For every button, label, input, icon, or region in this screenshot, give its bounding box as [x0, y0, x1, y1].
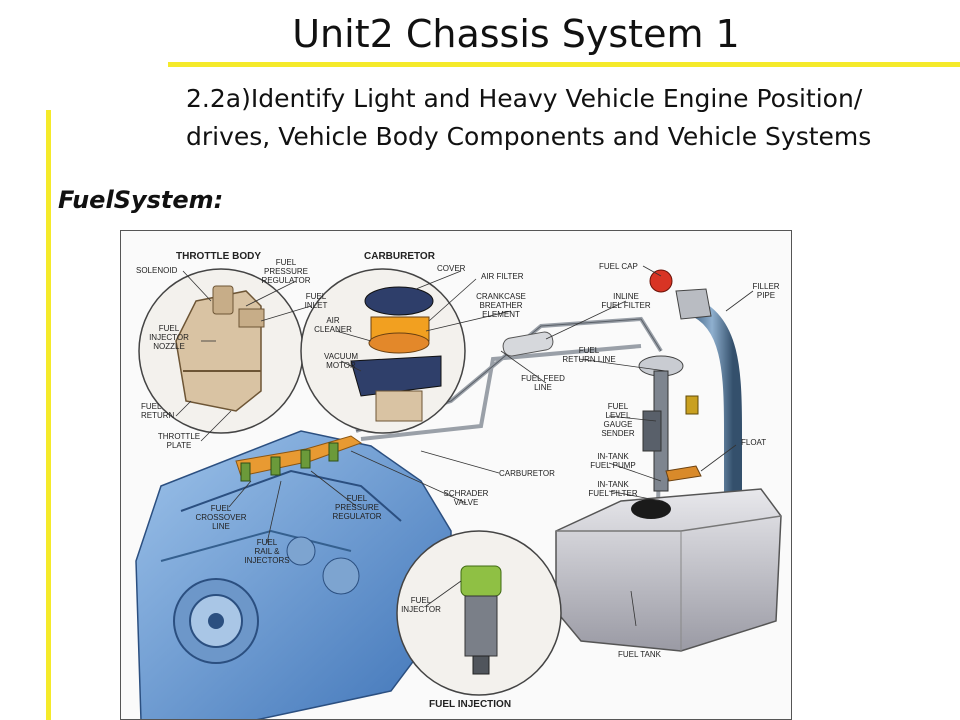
fuel-tank-illustration	[555, 488, 782, 652]
label-float: FLOAT	[741, 438, 766, 447]
in-tank-pump-assembly	[638, 355, 702, 492]
label-fuel-cap: FUEL CAP	[599, 262, 638, 271]
subtitle-line-2: drives, Vehicle Body Components and Vehi…	[186, 122, 872, 151]
accent-line-top	[168, 62, 960, 67]
label-air-filter: AIR FILTER	[481, 272, 524, 281]
carburetor-header: CARBURETOR	[364, 251, 436, 262]
fuel-system-diagram: THROTTLE BODY CARBURETOR FUEL INJECTION …	[120, 230, 792, 720]
fuel-injection-inset	[396, 530, 562, 696]
slide-subtitle: 2.2a)Identify Light and Heavy Vehicle En…	[186, 80, 946, 156]
label-cover: COVER	[437, 264, 466, 273]
label-fuel-tank: FUEL TANK	[618, 650, 662, 659]
throttle-body-inset	[138, 268, 304, 434]
label-carburetor-pointer: CARBURETOR	[499, 469, 555, 478]
throttle-body-header: THROTTLE BODY	[176, 251, 261, 262]
fuel-injection-header: FUEL INJECTION	[429, 699, 511, 710]
accent-line-left	[46, 110, 51, 720]
slide-title: Unit2 Chassis System 1	[292, 12, 740, 56]
label-solenoid: SOLENOID	[136, 266, 178, 275]
subtitle-line-1: 2.2a)Identify Light and Heavy Vehicle En…	[186, 84, 863, 113]
carburetor-inset	[300, 268, 466, 434]
inline-fuel-filter	[502, 331, 554, 357]
fuel-system-illustration: THROTTLE BODY CARBURETOR FUEL INJECTION …	[135, 251, 782, 719]
leader-lines	[175, 265, 754, 627]
engine-illustration	[135, 430, 452, 719]
filler-pipe	[649, 269, 742, 531]
section-heading: FuelSystem:	[58, 186, 224, 214]
